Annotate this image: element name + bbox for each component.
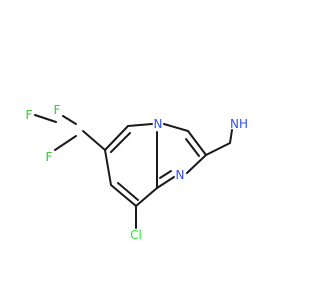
molecule-structure: F F F N N NH Cl xyxy=(26,103,248,242)
atom-labels: F F F N N NH Cl xyxy=(26,103,248,242)
bond-n4-c3 xyxy=(163,123,189,132)
bond-c3-c2-double xyxy=(185,138,200,157)
bond-c5-n4 xyxy=(127,123,153,127)
bond-c2-n1 xyxy=(186,154,207,174)
bond-c7-c8 xyxy=(110,184,137,207)
bond-cf3-ring xyxy=(82,130,106,151)
bond-c6-c5 xyxy=(104,125,129,151)
atom-cl: Cl xyxy=(130,228,142,242)
atom-f1: F xyxy=(26,108,33,122)
bond-c5-c5-double xyxy=(110,132,131,153)
atom-n-ring: N xyxy=(154,117,163,131)
bond-n1-c8a xyxy=(156,176,175,189)
atom-f2: F xyxy=(46,150,53,164)
bond-c8-c8a xyxy=(135,187,158,207)
atom-nh: NH xyxy=(230,117,248,131)
bond-ch2-nh xyxy=(229,129,233,144)
atom-n-ring2: N xyxy=(176,168,185,182)
bond-c-f1 xyxy=(34,114,57,123)
bond-c3-c2 xyxy=(187,130,207,156)
bonds xyxy=(34,114,233,229)
bond-c-f3 xyxy=(62,115,77,125)
bond-c2-ch2 xyxy=(205,142,231,156)
bond-c-f2 xyxy=(54,135,77,151)
bond-c7-c8-double xyxy=(117,182,139,201)
bond-c6-c7 xyxy=(104,149,112,186)
bond-n1-c8a-double xyxy=(159,170,172,179)
atom-f3: F xyxy=(54,103,61,117)
